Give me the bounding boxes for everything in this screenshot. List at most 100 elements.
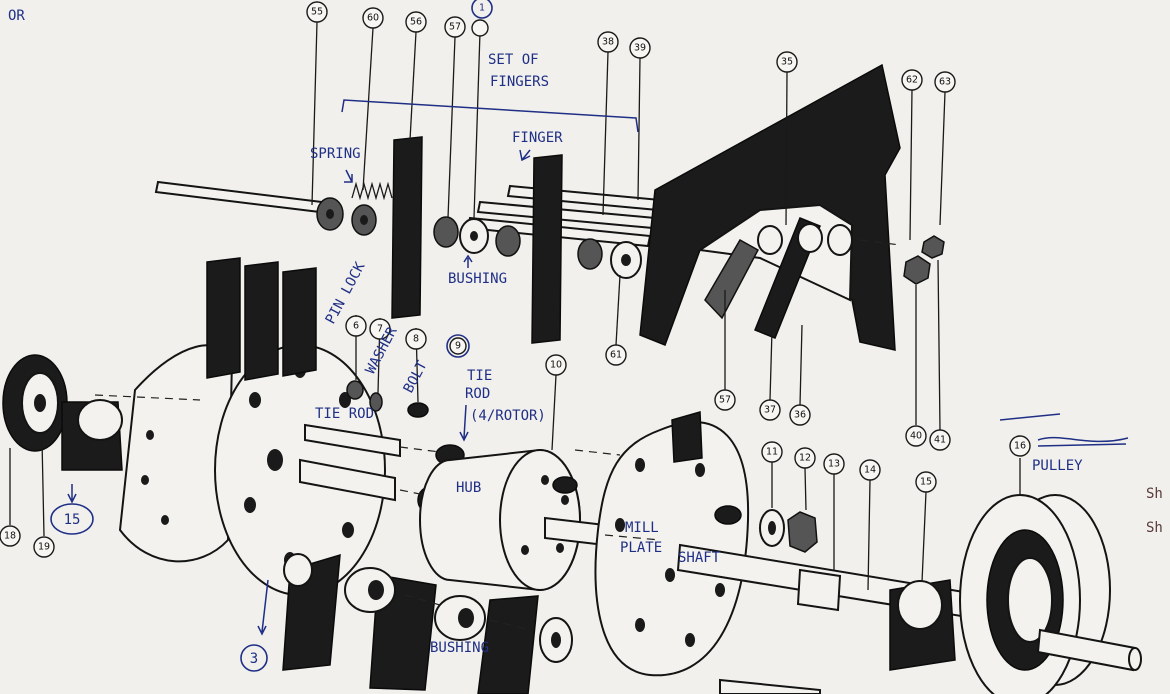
note-set-of: SET OF — [488, 52, 539, 68]
svg-text:14: 14 — [864, 465, 876, 476]
svg-text:16: 16 — [1014, 441, 1026, 452]
spring — [351, 181, 393, 201]
finger-plate-2 — [531, 154, 563, 344]
svg-text:12: 12 — [799, 453, 811, 464]
shaft-collar — [796, 568, 842, 612]
hub-assembly — [417, 444, 606, 592]
callout-41: 41 — [929, 429, 951, 451]
note-shaft: SHAFT — [678, 550, 721, 566]
svg-text:35: 35 — [781, 57, 793, 68]
callout-39: 39 — [629, 37, 651, 59]
svg-text:9: 9 — [455, 341, 461, 352]
callout-60: 60 — [362, 7, 384, 29]
callout-15-handwritten: 15 — [50, 503, 94, 535]
callout-62: 62 — [901, 69, 923, 91]
nut-12 — [787, 511, 818, 553]
rod-washers — [316, 197, 642, 279]
upper-finger-assembly — [154, 63, 945, 351]
callout-36: 36 — [789, 404, 811, 426]
note-fingers: FINGERS — [490, 74, 549, 90]
hammer-plate-3 — [282, 267, 317, 377]
svg-text:61: 61 — [610, 350, 622, 361]
tie-rod-upper — [304, 423, 401, 458]
note-finger: FINGER — [512, 130, 563, 146]
callout-10: 10 — [545, 354, 567, 376]
mill-plate — [594, 421, 750, 677]
callout-61: 61 — [605, 344, 627, 366]
callout-38: 38 — [597, 31, 619, 53]
lower-shaft-stub — [719, 678, 821, 694]
note-mill: MILL — [625, 520, 659, 536]
svg-text:40: 40 — [910, 431, 922, 442]
bracket-lug — [704, 238, 760, 320]
svg-text:63: 63 — [939, 77, 951, 88]
callout-19: 19 — [33, 536, 55, 558]
note-hub: HUB — [456, 480, 481, 496]
nut-41 — [921, 235, 945, 259]
callout-63: 63 — [934, 71, 956, 93]
note-rod: ROD — [465, 386, 490, 402]
rotor-holes — [141, 362, 354, 568]
note-top-left: OR — [8, 8, 25, 24]
callout-14: 14 — [859, 459, 881, 481]
note-bolt: BOLT — [401, 358, 431, 396]
hammer-plate-2 — [244, 261, 279, 381]
callout-57-lower: 57 — [714, 389, 736, 411]
nut-40 — [903, 255, 931, 285]
hammer-plate-1 — [206, 257, 241, 379]
note-washer: WASHER — [363, 324, 401, 377]
finger-plate-1 — [391, 136, 423, 319]
svg-text:1: 1 — [479, 3, 485, 14]
svg-text:36: 36 — [794, 410, 806, 421]
svg-text:18: 18 — [4, 531, 16, 542]
mill-plate-assembly — [594, 411, 750, 677]
center-lines — [94, 239, 901, 631]
callout-13: 13 — [823, 453, 845, 475]
svg-text:60: 60 — [367, 13, 379, 24]
callout-15: 15 — [915, 471, 937, 493]
callout-9: 9 — [446, 334, 470, 358]
fingers-bracket — [341, 99, 639, 133]
svg-text:19: 19 — [38, 542, 50, 553]
note-tie: TIE — [467, 368, 492, 384]
svg-text:15: 15 — [64, 512, 81, 528]
mill-plate-lug — [671, 411, 703, 463]
svg-text:10: 10 — [550, 360, 562, 371]
svg-text:38: 38 — [602, 37, 614, 48]
callout-3-handwritten: 3 — [240, 644, 268, 672]
callout-11: 11 — [761, 441, 783, 463]
svg-text:3: 3 — [250, 651, 258, 667]
left-rotor-assembly — [2, 257, 573, 694]
svg-text:13: 13 — [828, 459, 840, 470]
callout-16: 16 — [1009, 435, 1031, 457]
note-spring: SPRING — [310, 146, 361, 162]
callout-40: 40 — [905, 425, 927, 447]
note-bushing-bottom: BUSHING — [430, 640, 489, 656]
callout-35: 35 — [776, 51, 798, 73]
callout-56: 56 — [405, 11, 427, 33]
note-tie-rod-inline: TIE ROD — [315, 406, 374, 422]
svg-text:7: 7 — [377, 324, 383, 335]
svg-text:57: 57 — [449, 22, 461, 33]
callout-37: 37 — [759, 399, 781, 421]
svg-text:55: 55 — [311, 7, 323, 18]
leader-lines — [9, 21, 1021, 591]
note-plate: PLATE — [620, 540, 662, 556]
svg-text:8: 8 — [413, 334, 419, 345]
svg-text:62: 62 — [906, 75, 918, 86]
note-sh-1: Sh — [1146, 486, 1163, 502]
note-per-rotor: (4/ROTOR) — [470, 408, 546, 424]
svg-text:37: 37 — [764, 405, 776, 416]
svg-text:41: 41 — [934, 435, 946, 446]
svg-text:39: 39 — [634, 43, 646, 54]
callout-57-top: 57 — [444, 16, 466, 38]
svg-text:6: 6 — [353, 321, 359, 332]
finger-shaft-rod — [154, 180, 332, 215]
callout-1: 1 — [471, 0, 493, 37]
callout-8: 8 — [405, 328, 427, 350]
svg-text:11: 11 — [766, 447, 778, 458]
note-pulley: PULLEY — [1032, 458, 1083, 474]
rotor-rear-disc — [118, 344, 234, 563]
strikeout-scribble — [1037, 436, 1129, 447]
